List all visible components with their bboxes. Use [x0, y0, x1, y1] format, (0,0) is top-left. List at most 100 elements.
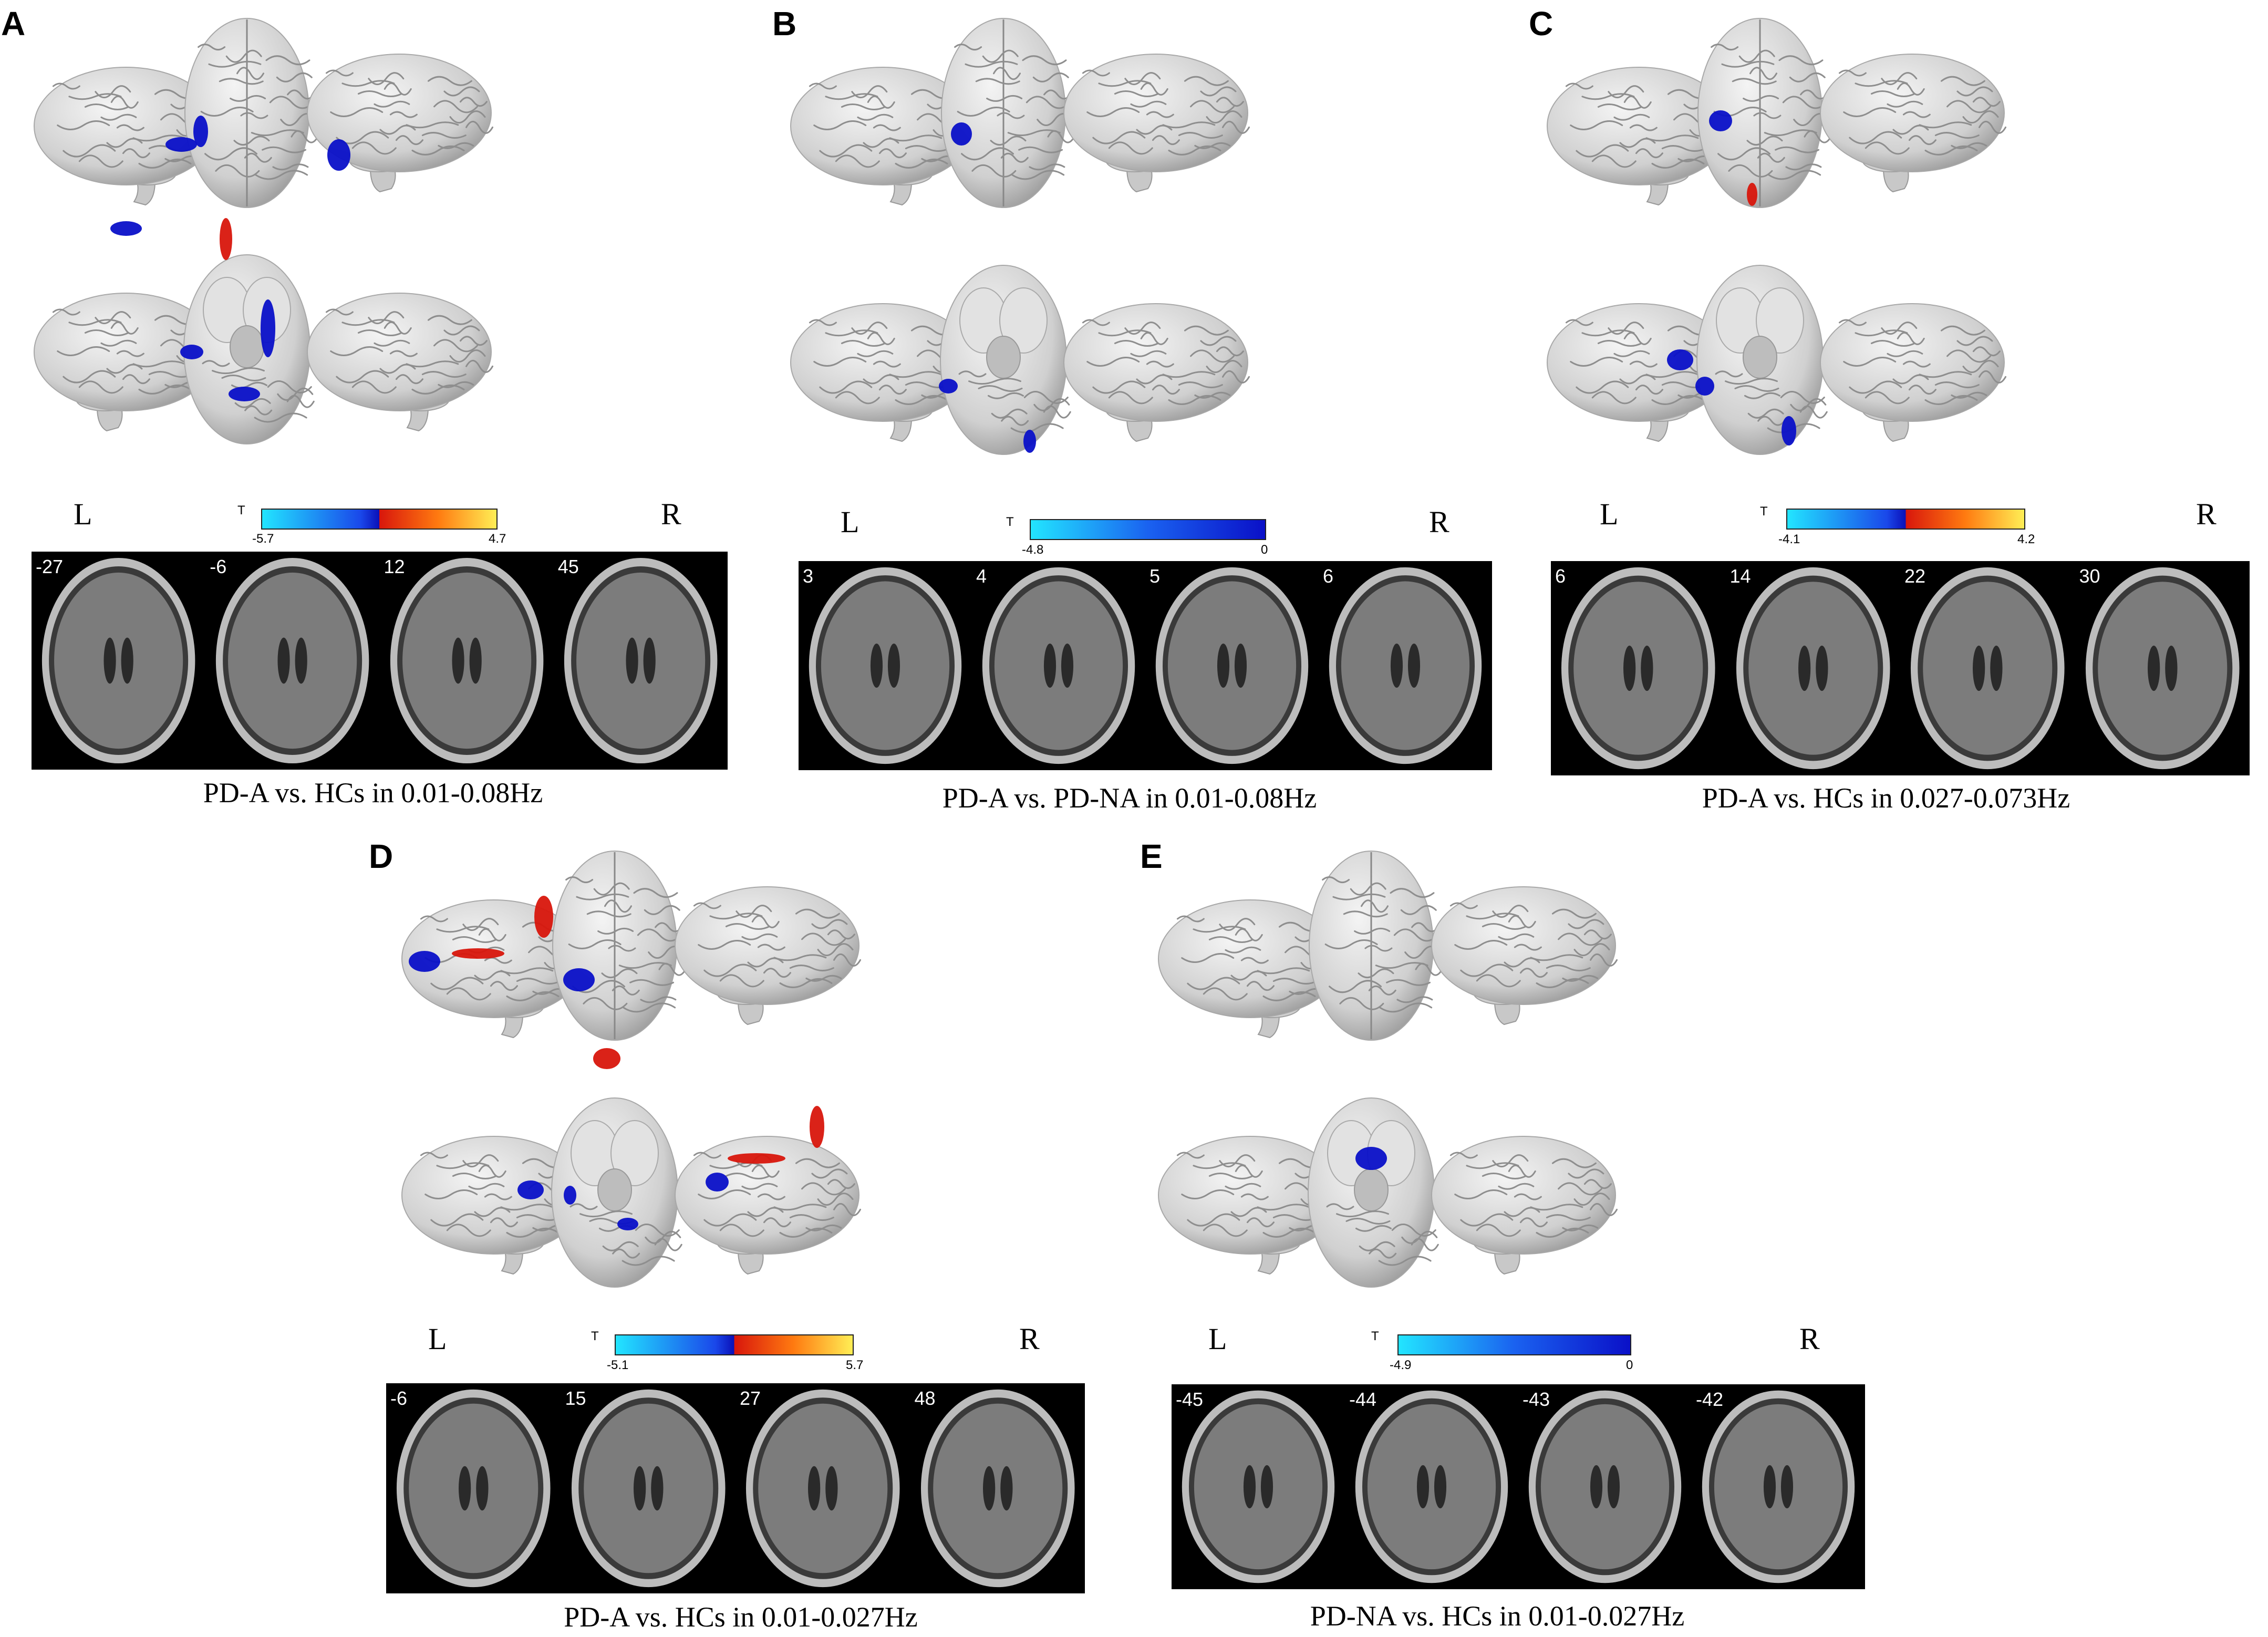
slice-coordinate: -45	[1176, 1389, 1204, 1410]
positive-cluster	[220, 218, 232, 260]
panel-label: A	[1, 5, 26, 43]
positive-cluster	[728, 1153, 785, 1164]
panel-caption: PD-NA vs. HCs in 0.01-0.027Hz	[1310, 1600, 1685, 1632]
colorbar-max: 0	[1626, 1358, 1633, 1372]
brain-surface-view	[1063, 303, 1250, 442]
negative-cluster	[193, 116, 208, 147]
panel-label: E	[1140, 837, 1163, 875]
brain-surface-view	[34, 293, 221, 432]
brain-tissue	[933, 1403, 1062, 1573]
right-hemisphere-label: R	[2196, 497, 2217, 531]
negative-cluster	[564, 1186, 576, 1205]
negative-cluster	[165, 137, 197, 152]
slice-coordinate: 3	[803, 565, 814, 587]
panel-e: E L R T -4.9 0 -45-44-43-42 PD-NA vs. HC…	[1124, 833, 1870, 1637]
negative-cluster	[1782, 416, 1796, 445]
negative-cluster	[563, 968, 595, 991]
colorbar-min: -4.9	[1390, 1358, 1412, 1372]
negative-cluster	[1695, 377, 1714, 396]
panel-label: C	[1529, 5, 1554, 43]
brain-surface-view	[1547, 303, 1734, 442]
brain-tissue	[1540, 1404, 1670, 1570]
brain-surface-view	[1309, 851, 1443, 1041]
colorbar-min: -5.7	[252, 532, 274, 546]
slice-coordinate: 4	[976, 565, 987, 587]
negative-cluster	[517, 1180, 544, 1199]
colorbar-min: -4.8	[1022, 543, 1044, 557]
axial-slice: -6	[205, 556, 379, 765]
positive-cluster	[593, 1048, 620, 1069]
brain-surface-view	[184, 18, 319, 208]
panel-caption: PD-A vs. PD-NA in 0.01-0.08Hz	[942, 782, 1317, 814]
colorbar-title: T	[1371, 1329, 1379, 1343]
brain-surface-view	[34, 67, 221, 206]
brain-surface-view	[1431, 1136, 1618, 1275]
slice-coordinate: 30	[2079, 565, 2100, 587]
negative-cluster	[1667, 349, 1693, 370]
panel-label: D	[369, 837, 393, 875]
brain-surface-view	[1308, 1097, 1439, 1288]
brain-tissue	[1367, 1404, 1496, 1570]
negative-cluster	[706, 1173, 729, 1192]
negative-cluster	[229, 387, 260, 401]
brain-tissue	[409, 1403, 538, 1573]
surface-renderings	[1547, 18, 2007, 455]
slice-coordinate: 45	[557, 556, 579, 577]
axial-slice: 4	[972, 565, 1145, 766]
axial-slice: -42	[1692, 1389, 1865, 1585]
axial-slice-strip: -45-44-43-42	[1172, 1384, 1865, 1589]
slice-coordinate: 14	[1730, 565, 1751, 587]
slice-coordinate: 27	[740, 1387, 761, 1409]
axial-slice: 48	[910, 1387, 1085, 1589]
right-hemisphere-label: R	[661, 497, 681, 531]
brain-tissue	[402, 572, 531, 749]
slice-coordinate: -6	[390, 1387, 408, 1409]
slice-coordinate: 15	[565, 1387, 586, 1409]
negative-cluster	[1355, 1147, 1387, 1170]
surface-renderings	[1158, 851, 1618, 1288]
brain-surface-view	[790, 303, 977, 442]
panel-caption: PD-A vs. HCs in 0.027-0.073Hz	[1702, 782, 2070, 814]
brain-surface-view	[675, 1136, 862, 1275]
right-hemisphere-label: R	[1019, 1322, 1040, 1356]
brain-surface-view	[307, 293, 494, 432]
positive-cluster	[1747, 183, 1757, 206]
slice-coordinate: -6	[210, 556, 227, 577]
panel-label: B	[772, 5, 797, 43]
surface-renderings	[34, 18, 494, 444]
slice-coordinate: 6	[1323, 565, 1334, 587]
brain-surface-view	[1820, 303, 2007, 442]
negative-cluster	[180, 345, 203, 359]
panel-caption: PD-A vs. HCs in 0.01-0.08Hz	[203, 777, 543, 809]
axial-slice: 5	[1145, 565, 1319, 766]
colorbar-max: 4.7	[489, 532, 506, 546]
panel-caption: PD-A vs. HCs in 0.01-0.027Hz	[564, 1601, 918, 1633]
left-hemisphere-label: L	[1208, 1322, 1227, 1356]
colorbar	[615, 1334, 854, 1355]
brain-tissue	[1923, 582, 2053, 755]
axial-slice: 6	[1551, 565, 1726, 771]
brain-surface-view	[1696, 265, 1828, 455]
colorbar	[261, 509, 498, 530]
brain-surface-view	[1820, 54, 2007, 193]
colorbar-title: T	[237, 503, 245, 517]
axial-slice: 14	[1726, 565, 1901, 771]
slice-coordinate: -42	[1696, 1389, 1724, 1410]
negative-cluster	[1023, 430, 1036, 453]
left-hemisphere-label: L	[1600, 497, 1619, 531]
brain-tissue	[576, 572, 705, 749]
brain-tissue	[758, 1403, 888, 1573]
brain-tissue	[1714, 1404, 1843, 1570]
colorbar-max: 5.7	[846, 1358, 864, 1372]
negative-cluster	[951, 122, 972, 146]
right-hemisphere-label: R	[1799, 1322, 1820, 1356]
colorbar-max: 0	[1261, 543, 1268, 557]
brain-surface-view	[552, 851, 687, 1041]
brain-surface-view	[307, 54, 494, 193]
